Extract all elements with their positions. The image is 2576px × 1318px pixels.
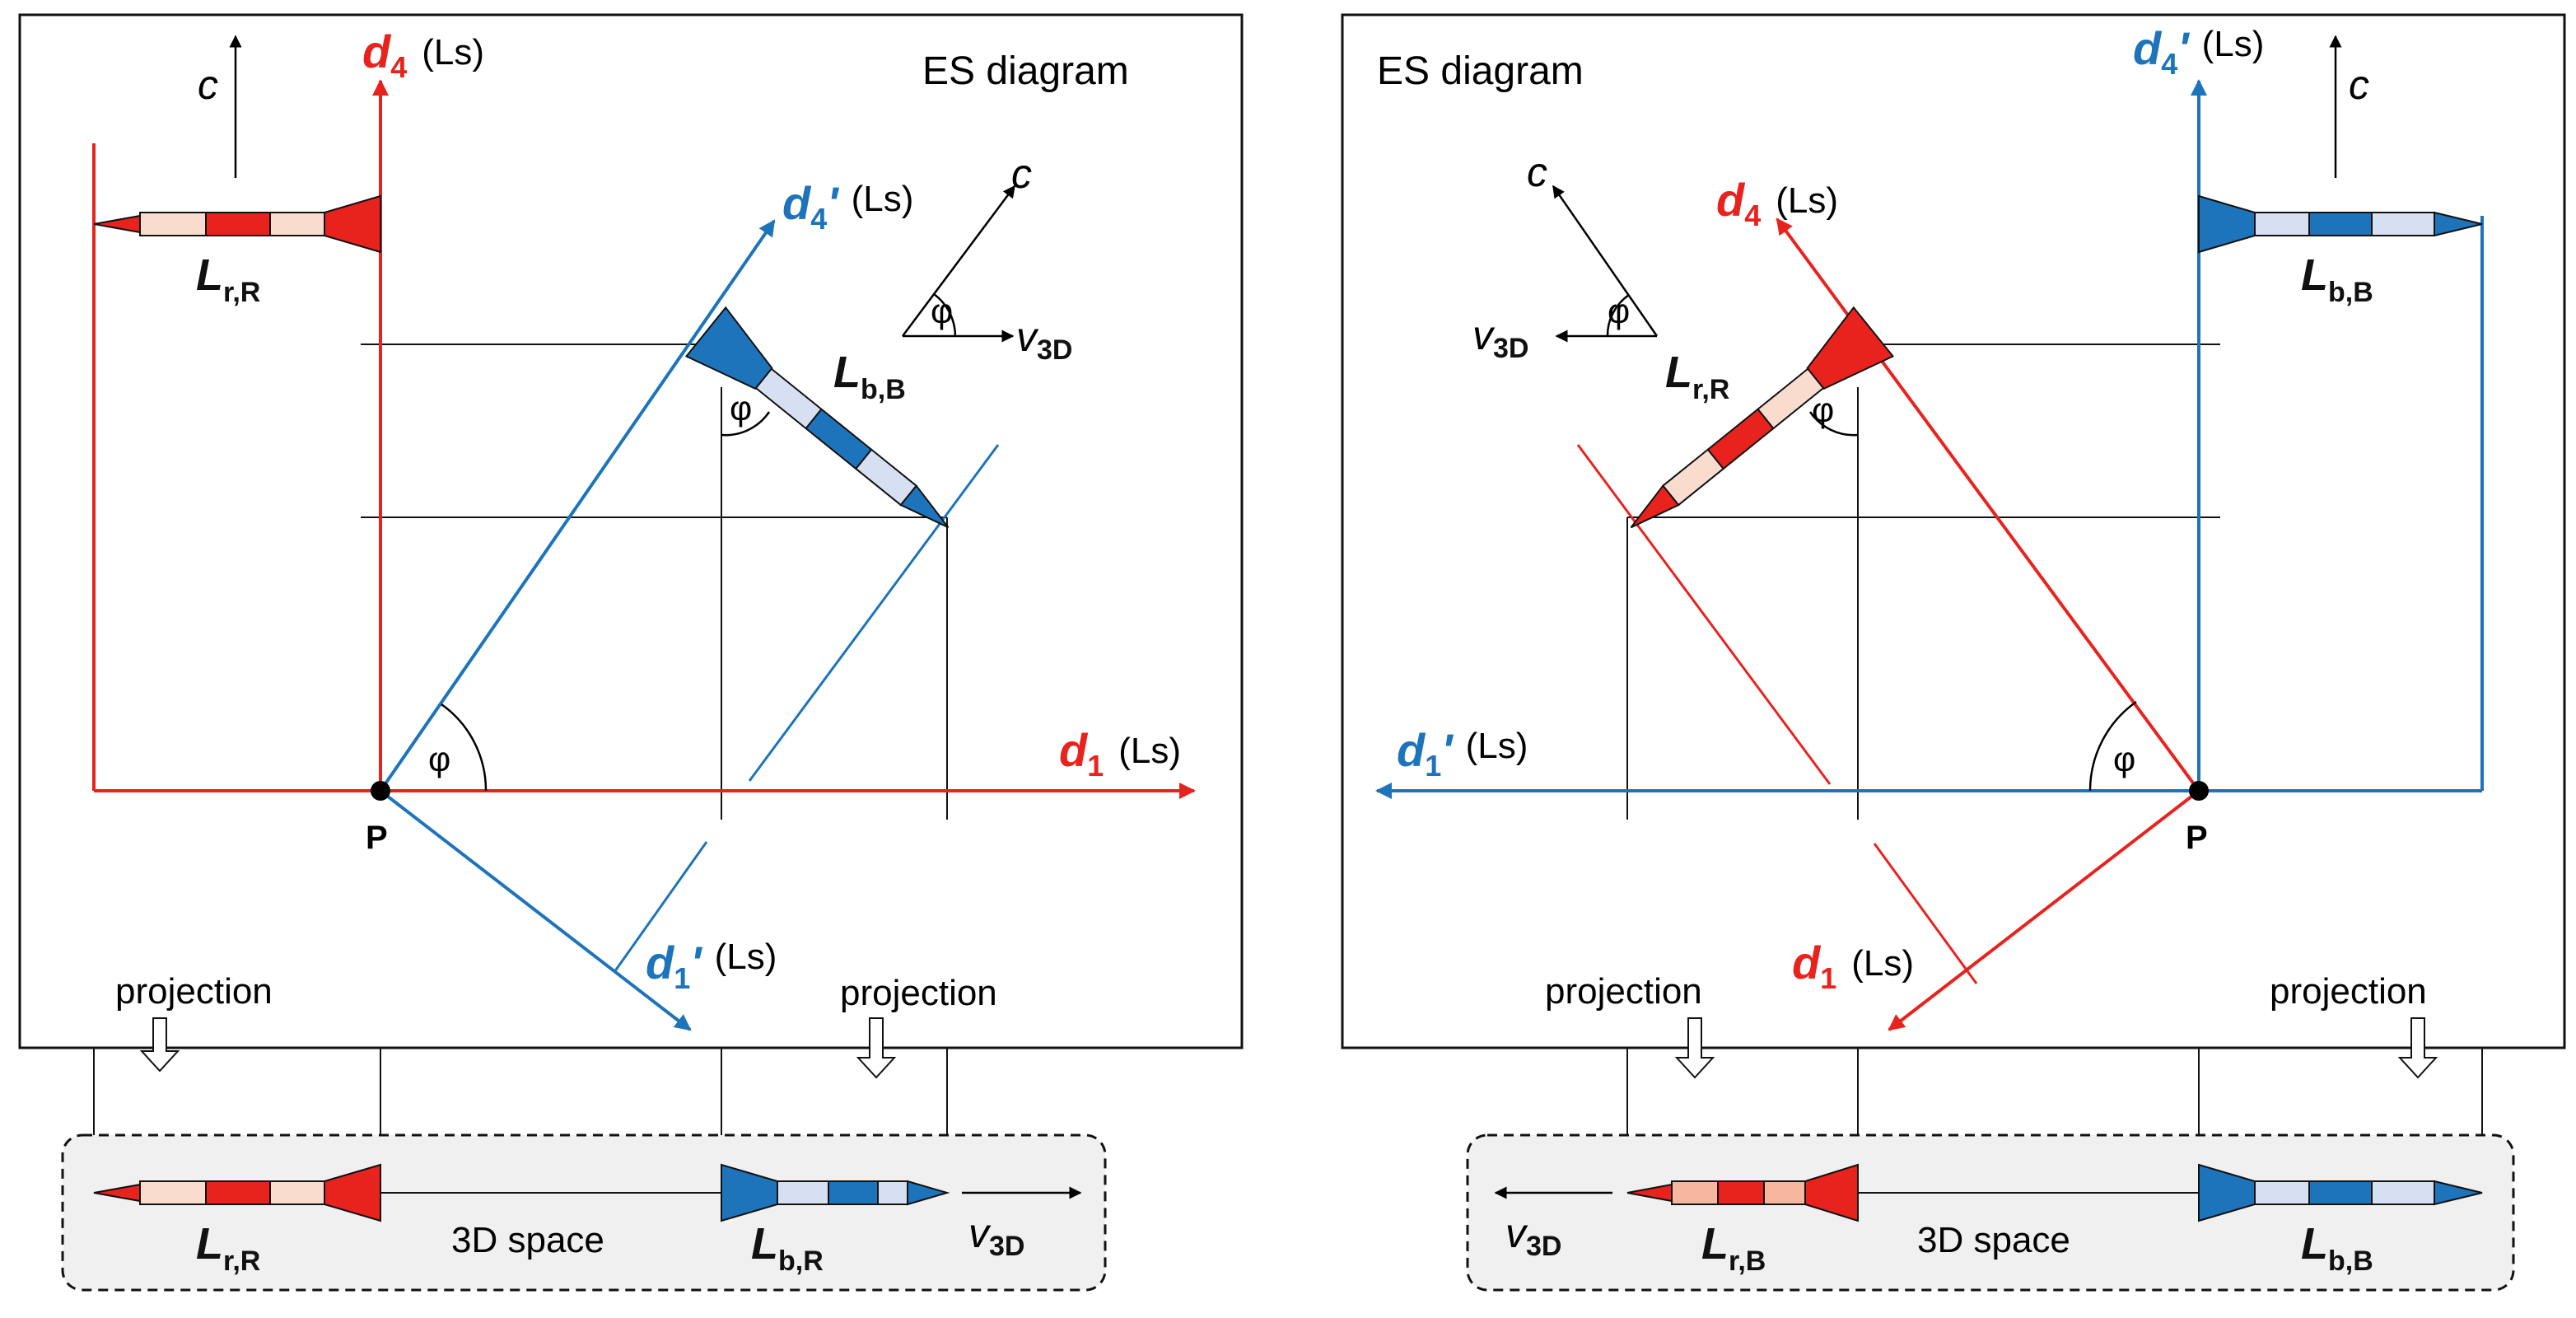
- left-projection-label-1: projection: [115, 971, 273, 1012]
- right-d1-axis: [1888, 789, 2200, 1031]
- right-space-rod-bB: Lb,B: [2198, 1163, 2483, 1277]
- left-d1-label: d1(Ls): [1059, 724, 1181, 783]
- right-rod-rR-label: Lr,R: [1665, 348, 1729, 405]
- svg-text:v3D: v3D: [1472, 312, 1528, 364]
- right-rod-angle-arc: [1808, 411, 1859, 437]
- right-origin-angle-arc: [2088, 700, 2137, 792]
- right-projection-arrow-2: [2397, 1017, 2438, 1079]
- right-projection-label-1: projection: [1545, 971, 1702, 1012]
- right-c-label: c: [2349, 62, 2369, 108]
- svg-text:c: c: [1527, 149, 1547, 195]
- left-title: ES diagram: [922, 49, 1129, 93]
- right-3d-space-box: [1466, 1133, 2515, 1292]
- svg-text:Lb,B: Lb,B: [2301, 1219, 2373, 1277]
- left-es-frame: [18, 13, 1244, 1049]
- right-d4p-label: d4'(Ls): [2133, 22, 2264, 81]
- right-origin-label: P: [2186, 820, 2208, 856]
- right-d1-label: d1(Ls): [1792, 937, 1914, 995]
- right-panel: P φ d4'(Ls) d1'(Ls) d4(Ls) d1(Ls) ES dia…: [1341, 13, 2566, 1292]
- left-space-v-label: v3D: [968, 1210, 1024, 1262]
- left-space-rod-bR: Lb,R: [721, 1163, 950, 1277]
- right-origin-point: [2189, 781, 2209, 801]
- left-blue-lines: [379, 219, 1000, 1031]
- svg-text:Lb,R: Lb,R: [751, 1219, 824, 1277]
- svg-text:Lr,R: Lr,R: [196, 1219, 260, 1277]
- left-guide-lines: [93, 344, 948, 1135]
- right-space-label: 3D space: [1917, 1220, 2070, 1260]
- left-d4p-label: d4'(Ls): [782, 177, 913, 236]
- left-space-label: 3D space: [451, 1220, 604, 1260]
- left-rod-bB-label: Lb,B: [833, 348, 906, 405]
- svg-text:Lb,B: Lb,B: [2301, 250, 2373, 308]
- left-space-rod-rR: Lr,R: [93, 1163, 381, 1277]
- right-es-frame: [1341, 13, 2566, 1049]
- right-rod-phi: φ: [1812, 390, 1834, 429]
- left-panel: P φ d4(Ls) d1(Ls) d4'(Ls) d1'(Ls) ES dia…: [18, 13, 1244, 1292]
- right-projection-label-2: projection: [2270, 971, 2427, 1012]
- left-rod-angle-arc: [721, 411, 771, 437]
- left-projection-arrow-2: [856, 1017, 897, 1079]
- left-projection-arrow-1: [139, 1017, 180, 1073]
- right-rod-rR-diag: [1630, 306, 1895, 529]
- right-rod-bB-top: Lb,B: [2198, 194, 2483, 308]
- right-title: ES diagram: [1377, 49, 1584, 93]
- right-d1p-label: d1'(Ls): [1397, 724, 1528, 783]
- svg-text:v3D: v3D: [1016, 314, 1072, 366]
- right-guide-lines: [1626, 344, 2483, 1135]
- svg-text:φ: φ: [931, 292, 953, 330]
- svg-text:φ: φ: [1608, 292, 1630, 330]
- left-d1p-axis: [379, 789, 692, 1031]
- right-red-lines: [1576, 217, 2200, 1031]
- svg-text:Lr,B: Lr,B: [1701, 1219, 1766, 1277]
- right-d4-label: d4(Ls): [1716, 174, 1838, 232]
- right-projection-arrow-1: [1674, 1017, 1715, 1079]
- right-space-rod-rB: Lr,B: [1626, 1163, 1859, 1277]
- left-d4p-axis: [379, 219, 776, 792]
- left-rod-bB-diag: [684, 306, 950, 529]
- svg-text:c: c: [1011, 151, 1032, 197]
- left-3d-space-box: [61, 1133, 1107, 1292]
- right-space-v-label: v3D: [1505, 1210, 1561, 1262]
- svg-text:Lr,R: Lr,R: [196, 250, 260, 308]
- left-c-label: c: [198, 62, 218, 108]
- left-d1p-label: d1'(Ls): [646, 937, 777, 995]
- left-rod-phi: φ: [730, 389, 752, 428]
- right-velocity-triangle: c φ v3D: [1472, 149, 1659, 364]
- left-d4-label: d4(Ls): [362, 26, 484, 84]
- left-origin-phi: φ: [428, 740, 450, 778]
- left-origin-label: P: [366, 820, 388, 856]
- left-origin-point: [371, 781, 390, 801]
- left-velocity-triangle: c φ v3D: [901, 151, 1072, 366]
- left-projection-label-2: projection: [840, 973, 997, 1013]
- right-origin-phi: φ: [2113, 740, 2135, 778]
- left-origin-angle-arc: [441, 703, 488, 792]
- left-rod-rR-top: Lr,R: [93, 194, 381, 308]
- right-d4-axis: [1776, 217, 2200, 792]
